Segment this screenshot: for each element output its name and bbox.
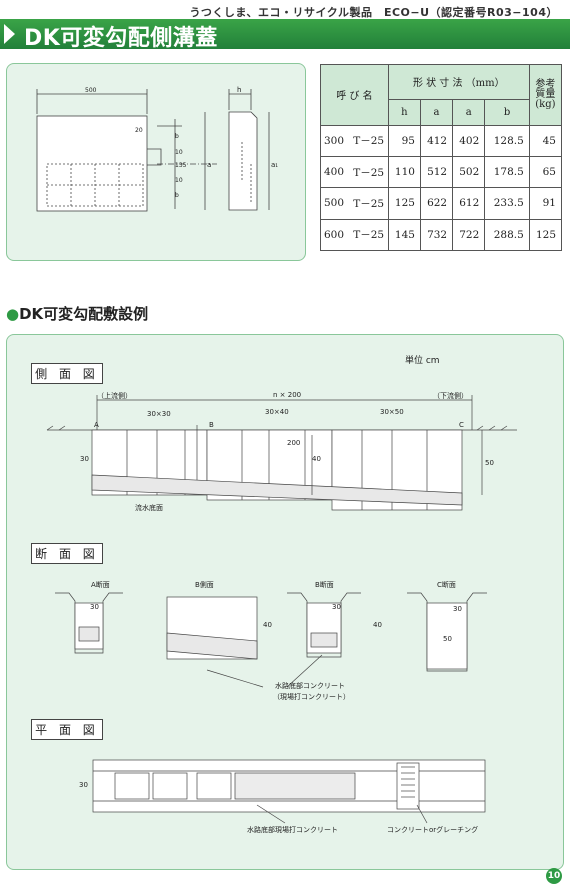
plan-cast-label: 水路底部現場打コンクリート	[247, 826, 338, 834]
cover-drawing: 500 20 b 10 135 10 b a h a₁	[36, 86, 278, 212]
span-label: n × 200	[273, 391, 302, 399]
dim-30-plan: 30	[79, 781, 88, 789]
spec-table-wrap: 呼 び 名 形 状 寸 法 （mm） 参考 質量 (kg) h a a b 30…	[319, 64, 563, 252]
dim-30-c: 30	[453, 605, 462, 613]
sub-h: h	[387, 98, 421, 126]
section-b-label: B断面	[315, 581, 334, 589]
dim-10-top: 10	[175, 149, 183, 156]
table-row: 400 T－25 110 512 502 178.5 65	[319, 155, 563, 189]
table-row: 300 T－25 95 412 402 128.5 45	[319, 124, 563, 158]
dim-40-bside: 40	[263, 621, 272, 629]
section-30x50: 30×50	[380, 408, 404, 416]
section-b-side-label: B側面	[195, 581, 214, 589]
header-name: 呼 び 名	[320, 64, 389, 126]
channel-concrete-label: 水路底部コンクリート	[275, 682, 345, 690]
section-30x30: 30×30	[147, 410, 171, 418]
dim-40-b: 40	[373, 621, 382, 629]
dim-b-top: b	[175, 133, 179, 140]
cross-view-label: 断 面 図	[31, 543, 103, 564]
plan-view-label: 平 面 図	[31, 719, 103, 740]
page-title: DK可変勾配側溝蓋	[24, 26, 218, 51]
section-c-label: C断面	[437, 581, 456, 589]
layout-drawing	[46, 395, 517, 824]
dim-a1: a₁	[271, 161, 278, 169]
dim-30-a: 30	[90, 603, 99, 611]
header-weight: 参考 質量 (kg)	[528, 64, 563, 126]
layout-panel: 単位 cm 側 面 図 （上流側） （下流側） n × 200 30×30 30…	[6, 334, 564, 870]
point-c: C	[459, 421, 464, 429]
unit-label: 単位 cm	[405, 356, 440, 366]
upstream-label: （上流側）	[97, 392, 132, 400]
dim-10-bottom: 10	[175, 177, 183, 184]
table-row: 600 T－25 145 732 722 288.5 125	[319, 218, 563, 252]
plan-grating-label: コンクリートorグレーチング	[387, 826, 479, 834]
spec-table: 呼 び 名 形 状 寸 法 （mm） 参考 質量 (kg) h a a b 30…	[319, 64, 563, 252]
downstream-label: （下流側）	[433, 392, 468, 400]
bullet-icon: ●	[6, 305, 20, 323]
dim-30-b: 30	[332, 603, 341, 611]
point-b: B	[209, 421, 214, 429]
dim-135: 135	[175, 162, 187, 169]
section-heading: ●DK可変勾配敷設例	[6, 305, 149, 323]
dim-30-side: 30	[80, 455, 89, 463]
dim-200: 200	[287, 439, 301, 447]
title-bar: DK可変勾配側溝蓋	[0, 19, 570, 51]
title-arrow-icon	[4, 24, 15, 44]
sub-b: b	[484, 98, 530, 126]
dim-a: a	[207, 161, 211, 169]
dim-500: 500	[85, 87, 97, 94]
page-number: 10	[546, 868, 562, 884]
dim-40-side: 40	[312, 455, 321, 463]
point-a: A	[94, 421, 99, 429]
dim-h: h	[237, 86, 241, 94]
dim-50-c: 50	[443, 635, 452, 643]
dim-50-side: 50	[485, 459, 494, 467]
sub-a: a	[419, 98, 454, 126]
cast-in-place-label: （現場打コンクリート）	[273, 693, 350, 701]
side-view-label: 側 面 図	[31, 363, 103, 384]
section-a-label: A断面	[91, 581, 110, 589]
cover-drawing-panel: 500 20 b 10 135 10 b a h a₁	[6, 63, 306, 261]
header-caption: うつくしま、エコ・リサイクル製品 ECO−U（認定番号R03−104）	[189, 6, 558, 19]
sub-a1: a	[452, 98, 486, 126]
header-dims: 形 状 寸 法 （mm）	[387, 64, 530, 100]
dim-b-bottom: b	[175, 192, 179, 199]
table-row: 500 T－25 125 622 612 233.5 91	[319, 187, 563, 220]
dim-20: 20	[135, 127, 143, 134]
section-30x40: 30×40	[265, 408, 289, 416]
flow-bottom-label: 流水底面	[135, 504, 163, 512]
